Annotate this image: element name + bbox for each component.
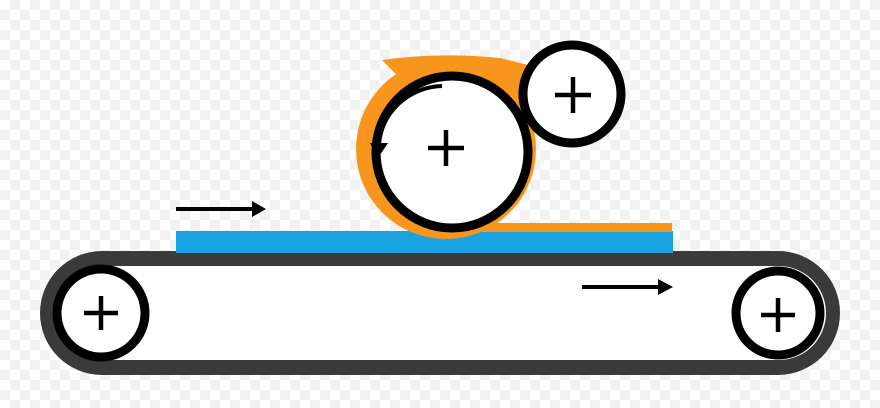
plus-icon: [761, 298, 795, 332]
main-roller-ring: [371, 71, 533, 233]
left-pulley: [52, 264, 150, 362]
belt-inner: [54, 266, 826, 360]
plus-icon: [428, 130, 464, 166]
plus-icon: [84, 296, 118, 330]
rotation-arrowhead: [370, 143, 388, 158]
film-strip: [446, 223, 672, 232]
main-roller: [371, 71, 533, 233]
conveyor-belt: [40, 251, 840, 375]
plus-icon: [555, 77, 591, 113]
right-pulley: [731, 266, 825, 360]
arrow-right-icon: [176, 201, 266, 217]
arrow-right-icon: [582, 279, 673, 295]
curved-arrow-icon: [370, 84, 443, 158]
rotation-arc: [376, 84, 443, 147]
substrate-sheet: [176, 231, 673, 253]
feed-roller: [518, 40, 626, 148]
